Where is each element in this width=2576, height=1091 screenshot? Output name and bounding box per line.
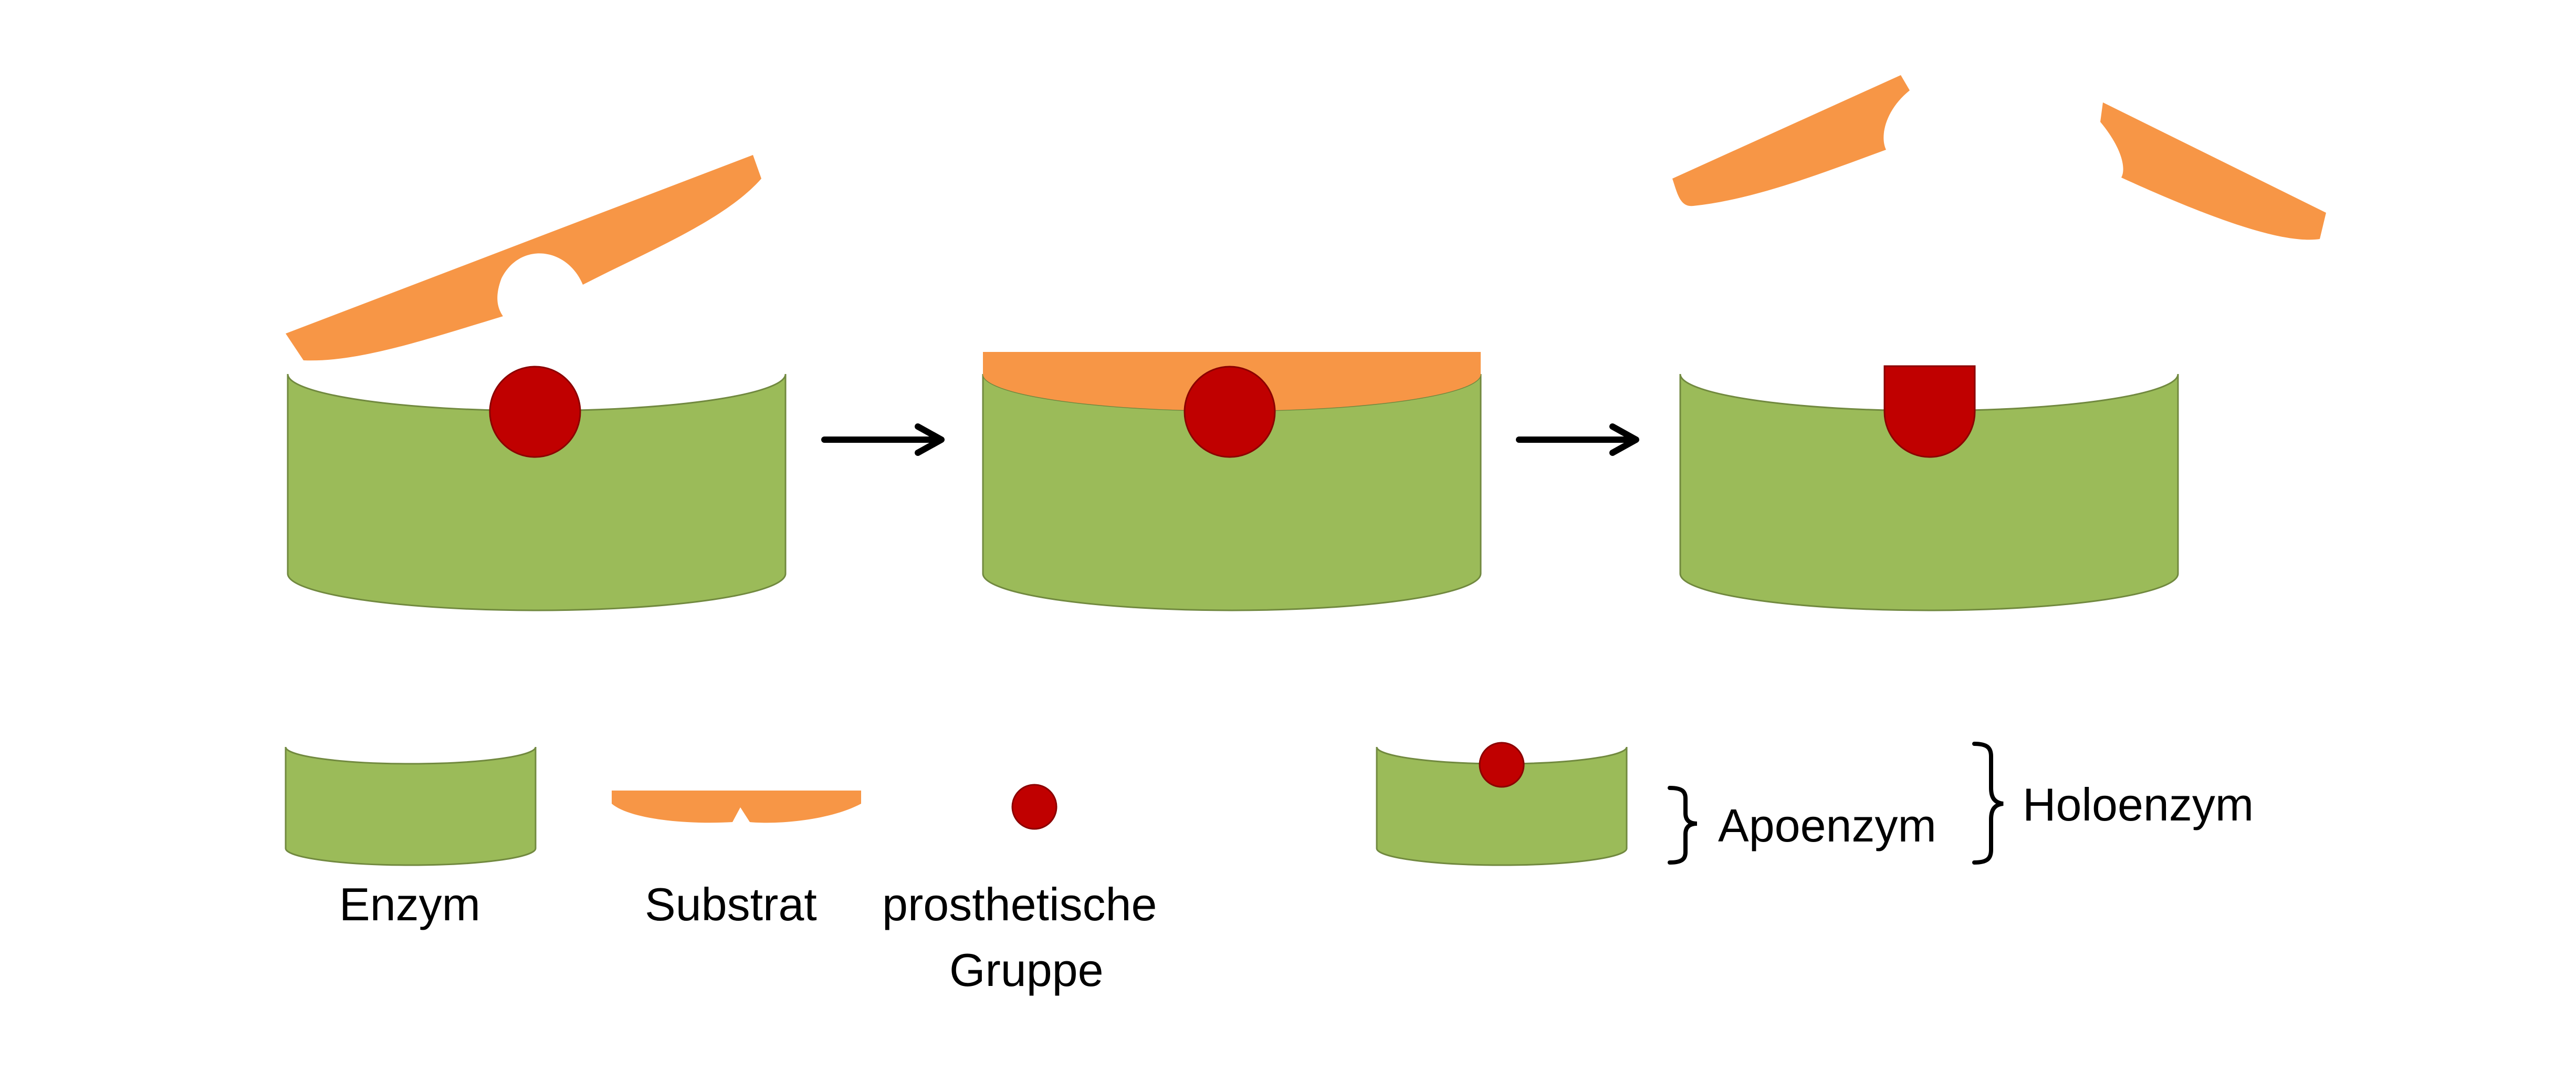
legend-prosthetic-shape — [1011, 784, 1057, 830]
prosthetic-group-label-line2: Gruppe — [949, 944, 1104, 996]
prosthetic-group-label-line1: prosthetische — [882, 878, 1157, 930]
enzyme-label: Enzym — [339, 878, 480, 930]
stage-1-enzyme-substrate-approach — [286, 155, 787, 611]
stage-1-enzyme-body — [287, 373, 787, 611]
legend-prosthetic-symbol — [1011, 784, 1057, 830]
holoenzyme-brace — [1972, 742, 2004, 865]
stage-3-enzyme-body — [1679, 373, 2179, 611]
reaction-arrow-2 — [1516, 423, 1639, 456]
legend-substrate-shape — [612, 791, 861, 823]
stage-2-prosthetic-group — [1184, 366, 1276, 458]
stage-3-product-right — [2100, 102, 2326, 240]
apoenzyme-brace — [1668, 786, 1698, 865]
holoenzyme-label: Holoenzym — [2023, 778, 2254, 830]
stage-2-enzyme-body — [982, 373, 1482, 611]
legend-apoenzyme-holoenzyme-symbol — [1376, 742, 1628, 866]
legend-holoenzyme-prosthetic-shape — [1479, 742, 1525, 788]
legend-substrate-symbol — [612, 791, 861, 823]
stage-2-enzyme-substrate-complex — [982, 352, 1482, 611]
stage-1-prosthetic-group — [489, 366, 581, 458]
stage-3-product-left — [1672, 75, 1910, 206]
legend-apoenzyme-shape — [1376, 746, 1628, 866]
stage-3-product-release — [1672, 75, 2326, 611]
legend-enzyme-shape — [285, 746, 537, 866]
stage-1-substrate — [286, 155, 761, 361]
legend-enzyme-symbol — [285, 746, 537, 866]
substrate-label: Substrat — [645, 878, 817, 930]
apoenzyme-label: Apoenzym — [1718, 799, 1936, 851]
stage-3-prosthetic-group-modified — [1883, 365, 1976, 458]
reaction-arrow-1 — [821, 423, 945, 456]
